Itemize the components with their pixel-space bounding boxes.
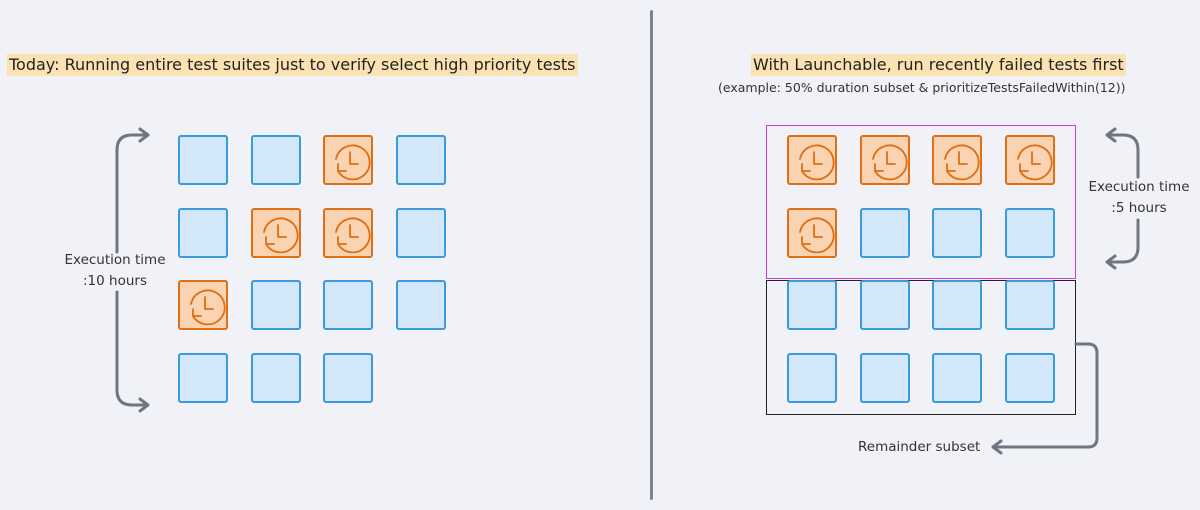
clock-refresh-icon (1016, 144, 1053, 181)
left-test-tile-fail (250, 207, 301, 258)
prioritized-subset-box (766, 125, 1076, 279)
right-test-tile-pass (1004, 280, 1055, 330)
left-test-tile-pass (178, 352, 228, 403)
right-execution-time-label: Execution time :5 hours (1082, 177, 1196, 219)
right-arrow-top-head (1105, 127, 1117, 143)
left-execution-time-line1: Execution time (64, 252, 166, 268)
right-test-tile-fail (787, 135, 837, 185)
left-test-tile-pass (323, 352, 373, 403)
left-arrow-top-head (138, 127, 150, 143)
right-execution-time-line2: :5 hours (1111, 200, 1167, 216)
right-arrow-bottom-head (1105, 254, 1117, 270)
remainder-arrow-head (991, 439, 1003, 455)
right-test-tile-pass (1004, 352, 1055, 403)
panel-divider (650, 10, 653, 500)
right-test-tile-pass (859, 352, 910, 403)
right-test-tile-pass (859, 207, 910, 258)
right-test-tile-fail (787, 207, 837, 258)
left-arrow-bottom-head (138, 397, 150, 413)
right-execution-time-line1: Execution time (1088, 179, 1190, 195)
right-test-tile-pass (932, 280, 982, 330)
clock-refresh-icon (262, 216, 299, 253)
clock-refresh-icon (799, 144, 835, 181)
right-test-tile-fail (859, 135, 910, 185)
left-test-tile-pass (250, 352, 301, 403)
right-subtitle: (example: 50% duration subset & prioriti… (718, 80, 1126, 95)
right-title: With Launchable, run recently failed tes… (751, 54, 1126, 76)
left-test-tile-pass (323, 280, 373, 330)
left-execution-bracket-upper (115, 133, 148, 254)
right-test-tile-pass (787, 352, 837, 403)
left-test-tile-fail (323, 135, 373, 185)
right-test-tile-pass (932, 207, 982, 258)
left-execution-time-line2: :10 hours (83, 273, 147, 289)
clock-refresh-icon (190, 289, 226, 326)
remainder-subset-label: Remainder subset (858, 439, 981, 455)
left-execution-time-label: Execution time :10 hours (60, 250, 170, 292)
left-execution-bracket-lower (115, 290, 148, 407)
right-test-tile-pass (1004, 207, 1055, 258)
right-execution-bracket-lower (1106, 218, 1140, 264)
left-test-tile-fail (178, 280, 228, 330)
left-test-tile-pass (395, 280, 446, 330)
right-test-tile-fail (1004, 135, 1055, 185)
left-test-tile-pass (178, 207, 228, 258)
left-test-tile-pass (395, 207, 446, 258)
clock-refresh-icon (799, 216, 835, 253)
remainder-subset-box (766, 280, 1076, 415)
left-test-tile-pass (250, 135, 301, 185)
left-title: Today: Running entire test suites just t… (7, 54, 578, 76)
right-execution-bracket-upper (1106, 133, 1140, 179)
clock-refresh-icon (335, 216, 371, 253)
left-test-tile-pass (178, 135, 228, 185)
right-test-tile-fail (932, 135, 982, 185)
clock-refresh-icon (871, 144, 908, 181)
left-test-tile-pass (395, 135, 446, 185)
clock-refresh-icon (335, 144, 371, 181)
right-test-tile-pass (859, 280, 910, 330)
left-test-tile-fail (323, 207, 373, 258)
right-test-tile-pass (787, 280, 837, 330)
clock-refresh-icon (944, 144, 980, 181)
right-test-tile-pass (932, 352, 982, 403)
remainder-arrow-line (992, 342, 1099, 449)
left-test-tile-pass (250, 280, 301, 330)
